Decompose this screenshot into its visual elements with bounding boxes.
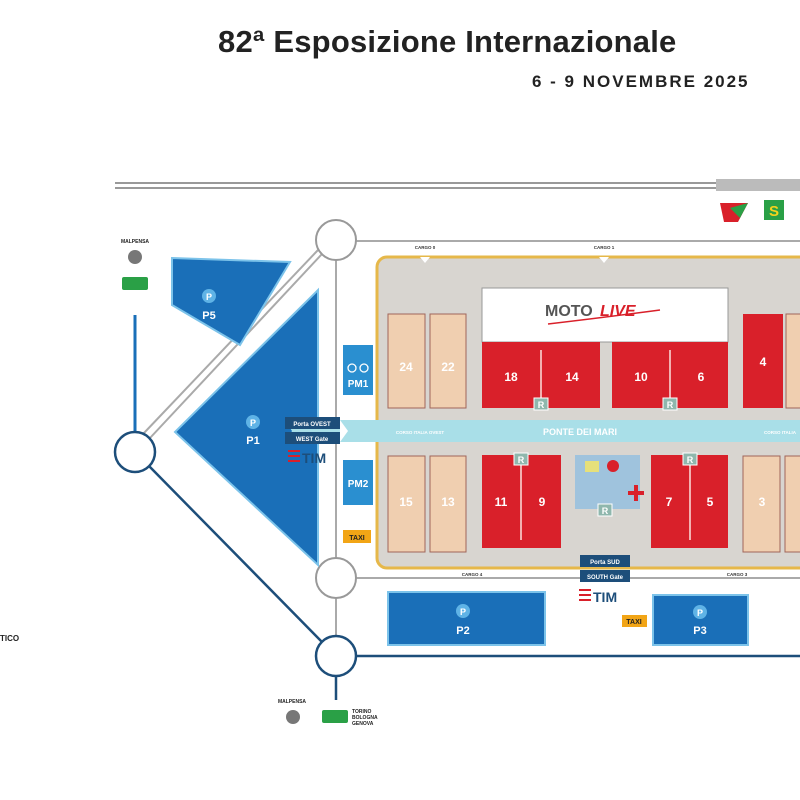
svg-text:10: 10 [634, 370, 648, 384]
restaurant-icon: R [667, 400, 674, 410]
motorway-icon [122, 277, 148, 290]
svg-text:14: 14 [565, 370, 579, 384]
event-dates: 6 - 9 NOVEMBRE 2025 [532, 72, 750, 91]
svg-text:Porta SUD: Porta SUD [590, 560, 620, 566]
parking-label: P1 [246, 435, 259, 447]
restaurant-icon: R [687, 455, 694, 465]
cargo-marker [420, 257, 430, 263]
hall-beige[interactable] [785, 313, 800, 409]
cargo-marker [599, 257, 609, 263]
motorbike-icon [347, 363, 357, 373]
direction-torino: TORINO [352, 709, 371, 715]
svg-text:7: 7 [666, 495, 673, 509]
roundabout [315, 219, 357, 261]
svg-text:MOTO: MOTO [545, 303, 593, 320]
svg-text:P: P [460, 607, 466, 617]
svg-text:3: 3 [759, 495, 766, 509]
svg-text:P: P [697, 608, 703, 618]
svg-text:6: 6 [698, 370, 705, 384]
direction-malpensa-top: MALPENSA [121, 239, 149, 245]
svg-text:9: 9 [539, 495, 546, 509]
south-gate[interactable]: Porta SUD SOUTH Gate [580, 555, 630, 582]
cargo-label: CARGO 3 [727, 572, 748, 577]
motorway-icon [322, 710, 348, 723]
hall-11-9[interactable]: 11 9 R [482, 452, 561, 548]
svg-text:SOUTH Gate: SOUTH Gate [587, 575, 624, 581]
svg-text:WEST Gate: WEST Gate [296, 437, 329, 443]
hall-15[interactable]: 15 [387, 455, 426, 553]
svg-text:LIVE: LIVE [600, 303, 637, 320]
airport-icon [286, 710, 300, 724]
cargo-label: CARGO 4 [462, 572, 483, 577]
restaurant-icon: R [602, 506, 609, 516]
svg-text:PM2: PM2 [348, 479, 369, 490]
svg-text:P: P [250, 418, 256, 428]
hall-3[interactable]: 3 [742, 455, 781, 553]
airport-icon [128, 250, 142, 264]
hall-24[interactable]: 24 [387, 313, 426, 409]
taxi-stand: TAXI [622, 615, 647, 627]
restaurant-icon: R [518, 455, 525, 465]
parking-p3[interactable]: P P3 [652, 594, 749, 646]
cargo-label: CARGO 1 [594, 245, 615, 250]
railway [115, 179, 800, 191]
restaurant-icon: R [538, 400, 545, 410]
svg-text:TIM: TIM [302, 450, 326, 466]
hall-beige[interactable] [784, 455, 800, 553]
svg-text:5: 5 [707, 495, 714, 509]
hall-22[interactable]: 22 [429, 313, 467, 409]
hall-10-6[interactable]: 10 6 R [612, 342, 728, 411]
services-area[interactable]: R [575, 455, 644, 517]
direction-bologna: BOLOGNA [352, 715, 378, 721]
parking-pm1[interactable]: PM1 [343, 345, 373, 395]
svg-text:15: 15 [399, 495, 413, 509]
svg-text:TIM: TIM [593, 589, 617, 605]
first-aid-icon [628, 485, 644, 501]
svg-text:Porta OVEST: Porta OVEST [293, 422, 331, 428]
west-gate[interactable]: Porta OVEST WEST Gate [285, 417, 340, 444]
trenord-icon [720, 203, 748, 222]
taxi-stand: TAXI [343, 530, 371, 543]
cargo-label: CARGO 0 [415, 245, 436, 250]
parking-label: P2 [456, 625, 469, 637]
svg-text:TAXI: TAXI [626, 619, 641, 626]
hall-13[interactable]: 13 [429, 455, 467, 553]
direction-genova: GENOVA [352, 721, 374, 727]
roundabout [113, 430, 157, 474]
svg-text:PM1: PM1 [348, 379, 369, 390]
svg-text:13: 13 [441, 495, 455, 509]
s-line-icon: S [764, 200, 784, 220]
page-title: 82ª Esposizione Internazionale [218, 24, 677, 59]
svg-text:18: 18 [504, 370, 518, 384]
hall-4[interactable]: 4 [743, 314, 783, 408]
info-icon [607, 460, 619, 472]
left-cut-label: TICO [0, 634, 19, 643]
ponte-dei-mari: PONTE DEI MARI CORSO ITALIA OVEST CORSO … [285, 420, 800, 442]
svg-text:4: 4 [760, 355, 767, 369]
svg-text:CORSO ITALIA: CORSO ITALIA [764, 430, 797, 435]
parking-p5[interactable]: P P5 [171, 256, 292, 347]
parking-label: P3 [693, 625, 706, 637]
svg-text:PONTE DEI MARI: PONTE DEI MARI [543, 427, 617, 437]
direction-malpensa-bottom: MALPENSA [278, 699, 306, 705]
parking-p2[interactable]: P P2 [387, 591, 546, 646]
moto-live-area[interactable]: MOTO LIVE [481, 287, 729, 343]
hall-18-14[interactable]: 18 14 R [482, 342, 600, 411]
hall-7-5[interactable]: 7 5 R [651, 452, 728, 548]
roundabout [315, 557, 357, 599]
tim-logo: TIM [288, 450, 326, 466]
svg-text:CORSO ITALIA OVEST: CORSO ITALIA OVEST [396, 430, 445, 435]
svg-text:P: P [206, 292, 212, 302]
svg-text:24: 24 [399, 360, 413, 374]
svg-text:11: 11 [495, 495, 508, 509]
roundabout [314, 634, 358, 678]
svg-text:TAXI: TAXI [349, 535, 364, 542]
parking-pm2[interactable]: PM2 [343, 460, 373, 505]
atm-icon [585, 461, 599, 472]
roads [133, 240, 800, 700]
svg-text:22: 22 [441, 360, 455, 374]
parking-label: P5 [202, 310, 215, 322]
tim-logo: TIM [579, 589, 617, 605]
svg-text:S: S [769, 203, 779, 220]
